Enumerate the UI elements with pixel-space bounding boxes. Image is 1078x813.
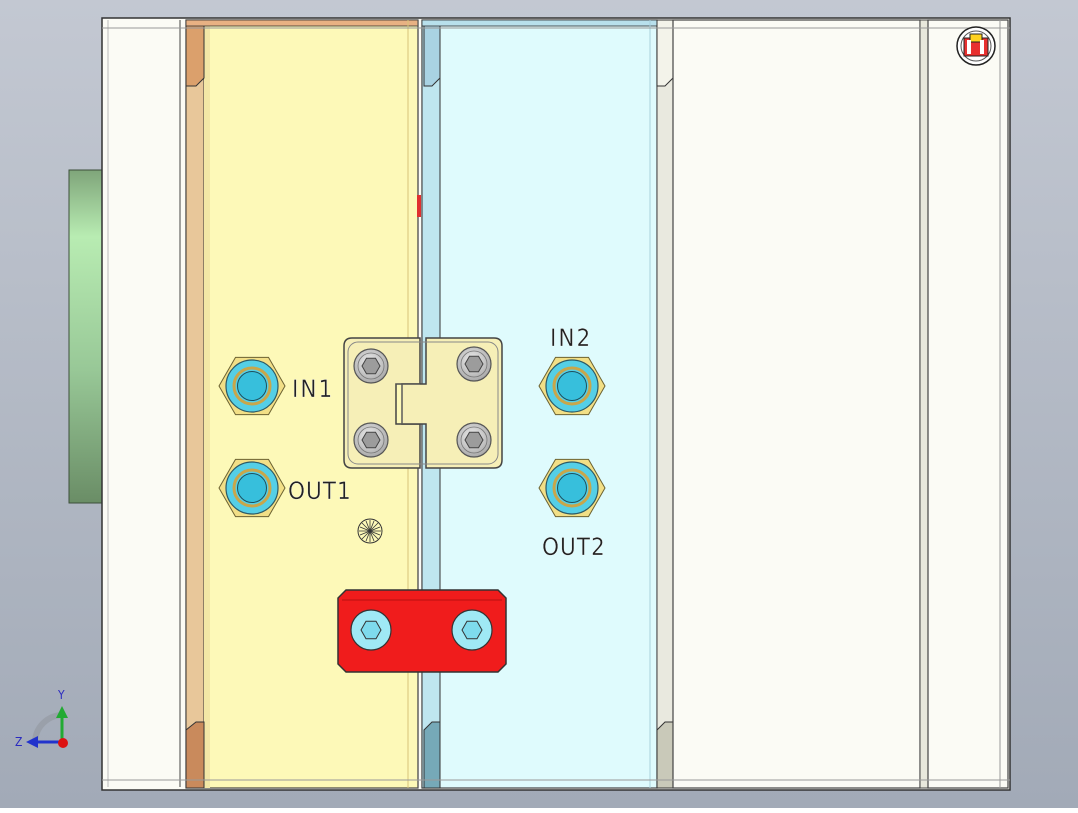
bolt-bottom-left-icon [353,422,389,458]
logo-badge-icon[interactable] [956,26,996,66]
clamp-bolt-left-icon [350,609,392,651]
gray-separator [656,19,674,789]
label-in2: IN2 [550,324,592,352]
white-plate-b[interactable] [927,19,1009,789]
x-axis-dot-icon [58,738,68,748]
clamp-bolt-right-icon [451,609,493,651]
bolt-top-right-icon [456,346,492,382]
label-in1: IN1 [292,375,334,403]
starburst-mark-icon [357,518,383,544]
coordinate-triad: Y Z [15,688,68,749]
label-out1: OUT1 [288,477,352,505]
bolt-top-left-icon [353,348,389,384]
side-cylinder[interactable] [68,169,106,504]
bolt-bottom-right-icon [456,422,492,458]
white-plate-a[interactable] [672,19,921,789]
label-out2: OUT2 [542,533,606,561]
triad-z-label: Z [15,735,22,749]
triad-y-label: Y [57,688,65,702]
yellow-plate-edge [185,19,205,789]
red-clamp[interactable] [337,589,507,673]
